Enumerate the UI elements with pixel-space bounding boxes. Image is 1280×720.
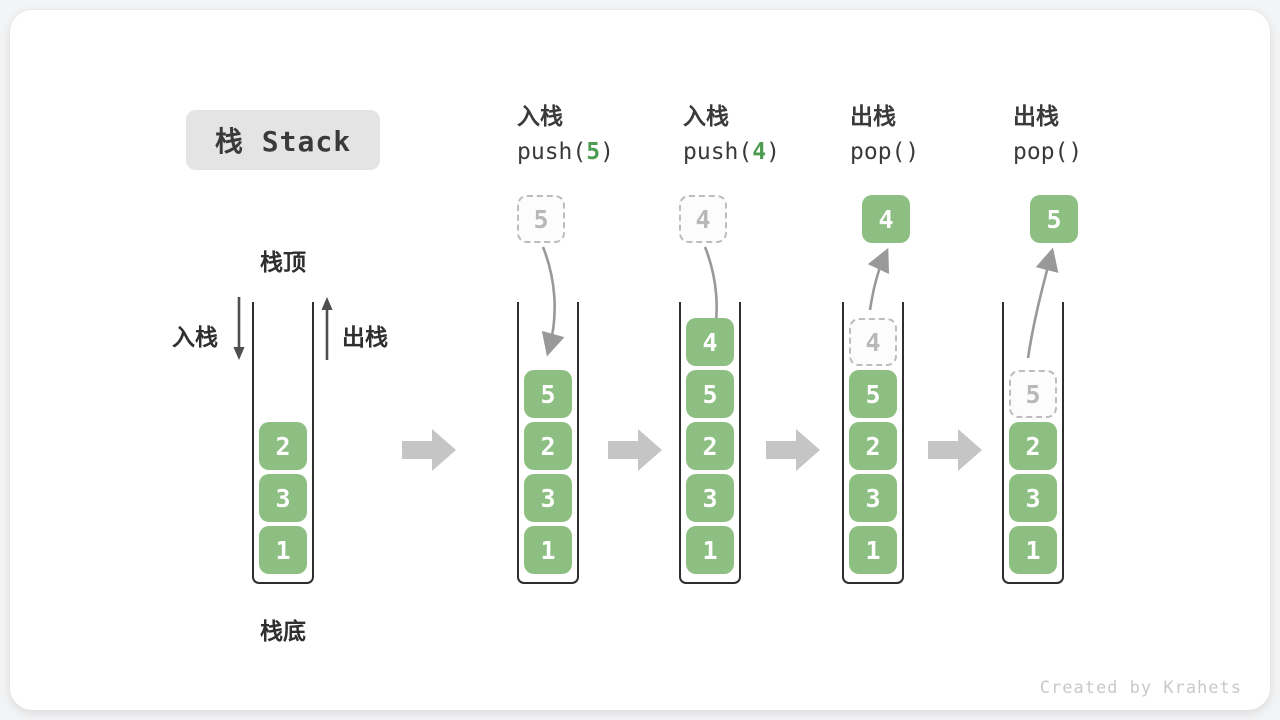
step-label-cn: 入栈 (683, 104, 729, 130)
stack-cell: 1 (1009, 526, 1057, 574)
push-curve-arrow-icon (541, 246, 565, 357)
stack-cell: 2 (686, 422, 734, 470)
push-direction-arrow-icon (233, 297, 245, 360)
title-badge: 栈 Stack (186, 110, 380, 170)
stack-cell: 3 (686, 474, 734, 522)
step-label-cn: 出栈 (850, 104, 896, 130)
flow-arrow-icon (608, 429, 662, 471)
stack-cell: 3 (259, 474, 307, 522)
code-pre: push( (683, 139, 753, 165)
stack-cell: 1 (259, 526, 307, 574)
flow-arrow-icon (402, 429, 456, 471)
stack-cell: 5 (524, 370, 572, 418)
watermark: Created by Krahets (1039, 678, 1242, 698)
flow-arrow-icon (766, 429, 820, 471)
code-post: ) (1068, 139, 1083, 165)
step-code: push(5) (517, 139, 614, 165)
step-code: push(4) (683, 139, 780, 165)
flow-arrow-icon (928, 429, 982, 471)
popped-value-box: 4 (862, 195, 910, 243)
stack-cell: 3 (849, 474, 897, 522)
title-text: 栈 Stack (214, 125, 352, 158)
code-pre: pop( (1013, 139, 1069, 165)
code-arg: 5 (586, 139, 601, 165)
popped-value-box: 5 (1030, 195, 1078, 243)
step-label-cn: 出栈 (1013, 104, 1059, 130)
code-post: ) (766, 139, 780, 165)
incoming-value-box: 4 (679, 195, 727, 243)
stack-cell: 3 (1009, 474, 1057, 522)
step-header-pop2: 出栈 pop() (1013, 104, 1082, 165)
code-post: ) (905, 139, 920, 165)
step-header-push4: 入栈 push(4) (683, 104, 780, 165)
incoming-value-box: 5 (517, 195, 565, 243)
code-pre: pop( (850, 139, 906, 165)
stack-cell: 1 (524, 526, 572, 574)
stack-cell: 2 (524, 422, 572, 470)
step-header-pop1: 出栈 pop() (850, 104, 919, 165)
code-post: ) (600, 139, 614, 165)
pop-curve-arrow-icon (1026, 247, 1059, 359)
stack-top-label: 栈顶 (260, 250, 306, 276)
pop-curve-arrow-icon (867, 247, 890, 311)
stack-cell-ghost: 4 (849, 318, 897, 366)
pop-direction-arrow-icon (321, 297, 333, 360)
stack-cell: 5 (686, 370, 734, 418)
stack-cell: 4 (686, 318, 734, 366)
stack-cell: 1 (849, 526, 897, 574)
stack-cell: 3 (524, 474, 572, 522)
step-header-push5: 入栈 push(5) (517, 104, 614, 165)
push-side-label: 入栈 (172, 325, 218, 351)
step-code: pop() (850, 139, 919, 165)
pop-side-label: 出栈 (342, 325, 388, 351)
stack-bottom-label: 栈底 (260, 619, 306, 645)
code-pre: push( (517, 139, 587, 165)
stack-cell: 2 (259, 422, 307, 470)
stack-cell: 2 (849, 422, 897, 470)
stack-cell-ghost: 5 (1009, 370, 1057, 418)
stack-cell: 5 (849, 370, 897, 418)
stack-cell: 1 (686, 526, 734, 574)
code-arg: 4 (752, 139, 767, 165)
stack-cell: 2 (1009, 422, 1057, 470)
step-code: pop() (1013, 139, 1082, 165)
step-label-cn: 入栈 (517, 104, 563, 130)
